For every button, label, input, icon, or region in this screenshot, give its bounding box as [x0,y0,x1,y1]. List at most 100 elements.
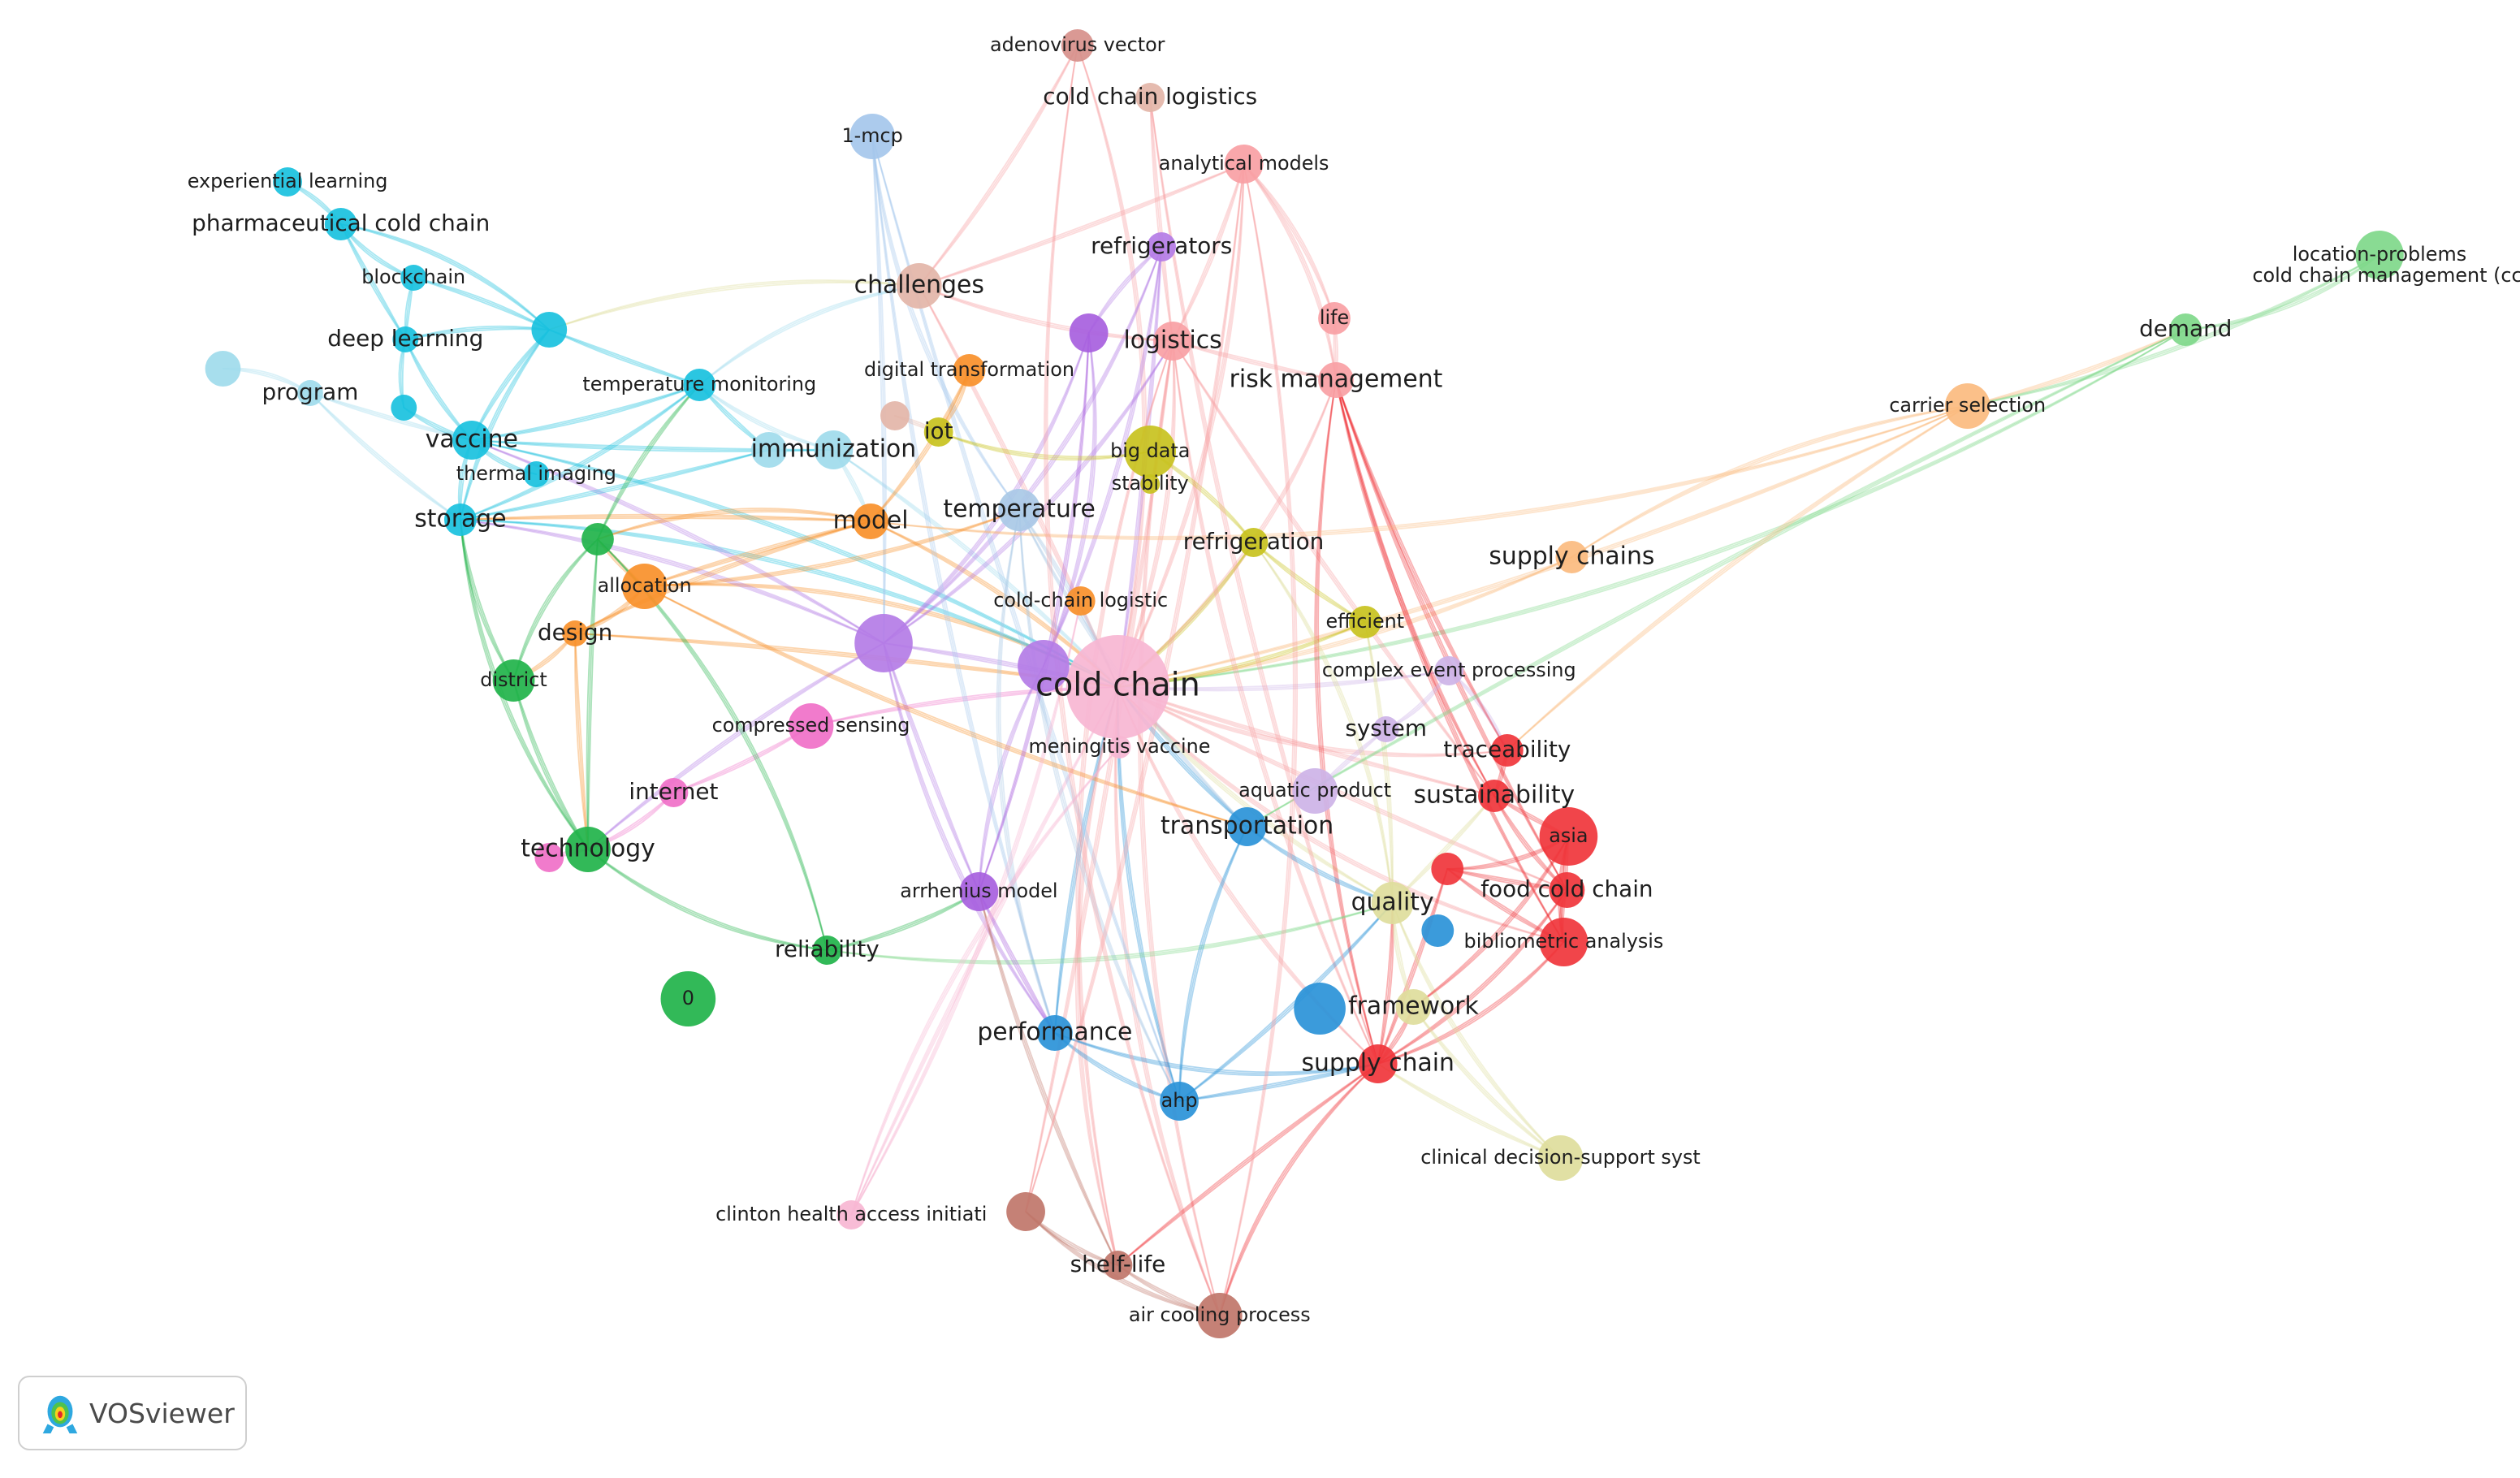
node-supply-chains[interactable] [1555,541,1589,573]
edge-risk-management-supply-chain [1314,379,1379,1065]
node-temperature[interactable] [998,489,1040,531]
node-system[interactable] [1372,716,1399,742]
edge-cold-chain-clinton-health [850,686,1119,1216]
node-digital-transformation[interactable] [953,354,986,387]
node-immunization[interactable] [814,430,854,469]
node-big-data[interactable] [1124,426,1177,478]
node-quality[interactable] [1371,882,1414,924]
label-refrigerators: refrigerators [1091,232,1232,259]
label-big-data: big data [1110,439,1190,462]
node-framework[interactable] [1395,989,1432,1025]
node-1-mcp[interactable] [849,114,895,159]
node-cold-chain-logistic[interactable] [1065,586,1096,616]
label-supply-chain: supply chain [1301,1048,1454,1077]
node-light-cyan-left[interactable] [205,351,241,387]
edge-meningitis-vaccine-clinton-health [850,746,1121,1216]
node-design[interactable] [562,620,589,646]
node-supply-chain[interactable] [1358,1044,1398,1083]
edge-challenges-logistics [918,285,1174,342]
node-shelf-life[interactable] [1103,1251,1133,1280]
node-risk-management[interactable] [1318,362,1354,398]
node-program[interactable] [296,380,323,406]
node-purple-hub2[interactable] [1018,640,1070,692]
edge-ahp-supply-chain [1178,1063,1379,1102]
label-sustainability: sustainability [1414,780,1576,809]
node-experiential-learning[interactable] [273,167,302,197]
edge-model-design [574,521,872,634]
node-logistics-purple[interactable] [1069,313,1109,352]
edge-allocation-transportation [643,586,1248,828]
node-efficient[interactable] [1348,606,1381,638]
node-traceability[interactable] [1490,734,1524,767]
node-iot[interactable] [923,417,953,447]
node-blue-small[interactable] [1421,914,1455,947]
node-red-small[interactable] [1431,853,1464,885]
node-arrhenius-model[interactable] [959,872,999,911]
node-blue-cluster[interactable] [1294,983,1346,1035]
node-storage[interactable] [444,503,477,536]
node-internet[interactable] [659,778,689,807]
node-carrier-selection[interactable] [1944,383,1990,429]
node-cyan-small[interactable] [391,395,417,421]
node-technology[interactable] [565,827,611,872]
node-temperature-monitoring[interactable] [683,369,716,401]
node-green-hub[interactable] [581,523,614,555]
node-clinton-health[interactable] [836,1200,867,1230]
node-deep-learning[interactable] [392,326,419,352]
edge-model-green-hub [597,511,872,540]
node-model[interactable] [853,503,889,539]
edge-challenges-adenovirus-vector [918,45,1078,287]
node-refrigeration[interactable] [1238,528,1269,557]
edge-arrhenius-hub-refrigerators [883,246,1163,644]
node-blockchain[interactable] [400,265,427,291]
node-clinical-decision-support[interactable] [1537,1135,1584,1181]
node-asia[interactable] [1539,807,1598,866]
node-zero[interactable] [660,971,716,1026]
node-adenovirus-vector[interactable] [1061,29,1094,62]
node-air-cooling-process[interactable] [1196,1293,1243,1338]
node-tan-small[interactable] [880,401,910,430]
node-life[interactable] [1318,302,1351,335]
node-thermal-imaging[interactable] [523,461,550,487]
node-ahp[interactable] [1160,1082,1199,1121]
node-performance[interactable] [1037,1015,1073,1051]
node-aquatic-product[interactable] [1292,768,1338,814]
node-challenges[interactable] [896,263,942,309]
node-stability[interactable] [1140,474,1161,494]
edge-supply-chain-shelf-life [1117,1063,1379,1266]
node-pharmaceutical-cold-chain[interactable] [324,208,357,240]
node-food-cold-chain[interactable] [1549,872,1585,908]
node-refrigerators[interactable] [1147,232,1177,261]
node-district[interactable] [492,659,535,702]
edge-cold-chain-food-cold-chain [1117,686,1568,891]
node-immunization-b[interactable] [750,432,787,468]
node-cold-chain[interactable] [1065,635,1170,739]
edge-arrhenius-model-shelf-life [978,891,1119,1266]
edge-supply-chain-food-cold-chain [1377,889,1568,1065]
edge-design-technology [574,633,589,850]
node-complex-event-processing[interactable] [1434,656,1464,685]
node-bibliometric-analysis[interactable] [1539,918,1589,966]
node-cold-chain-logistics[interactable] [1135,83,1165,112]
edge-temperature-monitoring-green-hub [597,384,701,540]
node-allocation[interactable] [621,564,668,609]
edge-demand-location-problems [2185,254,2380,331]
edge-cyan-hub-temperature-monitoring [548,329,701,386]
node-cyan-hub[interactable] [531,312,568,348]
node-vaccine[interactable] [452,421,491,460]
node-arrhenius-hub[interactable] [854,614,913,672]
node-sustainability[interactable] [1478,780,1511,812]
node-location-problems[interactable] [2355,231,2404,279]
node-reliability[interactable] [812,936,842,965]
label-cold-chain: cold chain [1035,666,1200,703]
node-analytical-models[interactable] [1224,145,1264,184]
node-demand[interactable] [2169,313,2202,346]
node-meningitis-vaccine[interactable] [1108,736,1131,758]
node-magenta-small[interactable] [534,843,564,872]
node-brown-node[interactable] [1006,1192,1045,1231]
edge-vaccine-temperature-monitoring [470,384,701,441]
label-pharmaceutical-cold-chain: pharmaceutical cold chain [192,210,490,236]
node-transportation[interactable] [1227,807,1267,846]
node-compressed-sensing[interactable] [788,703,834,749]
node-logistics[interactable] [1153,322,1192,361]
